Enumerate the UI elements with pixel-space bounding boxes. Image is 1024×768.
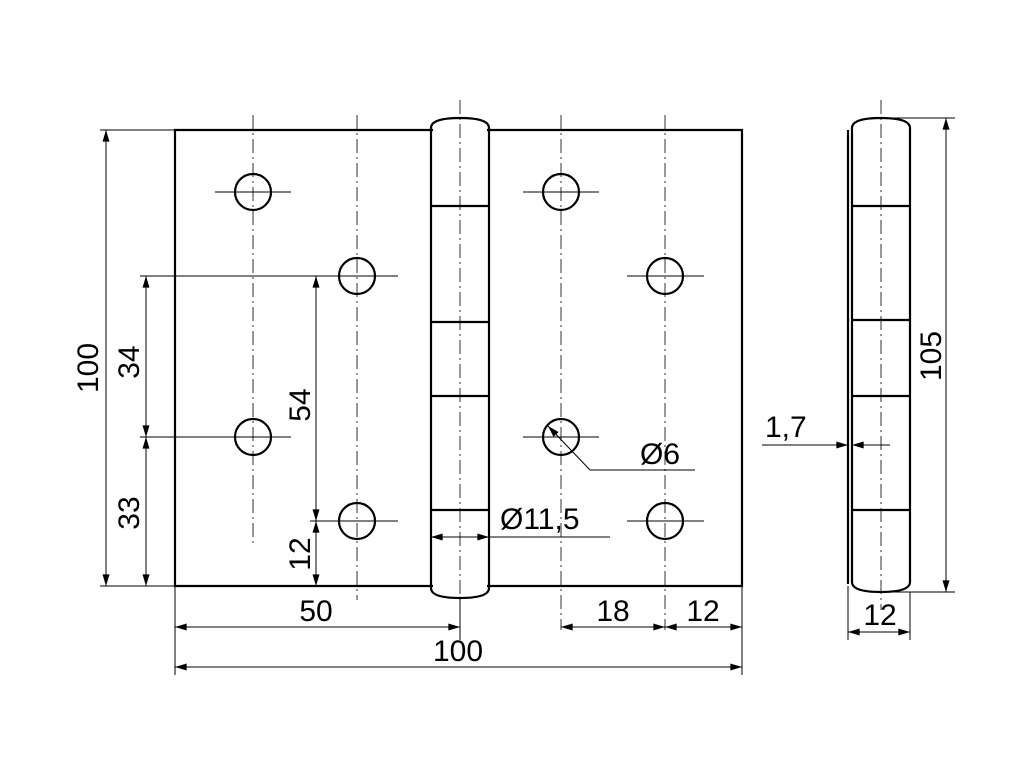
front-view: [173, 100, 744, 630]
dim-plate-thickness: 1,7: [765, 411, 807, 444]
left-leaf-outline: [173, 128, 433, 588]
dim-hole-diameter: Ø6: [640, 438, 680, 471]
hole: [627, 501, 704, 541]
dim-upper-hole-spacing: 34: [113, 345, 146, 378]
dim-knuckle-diameter: Ø11,5: [500, 503, 580, 536]
right-leaf-outline: [487, 128, 744, 588]
side-knuckle-outline: [850, 116, 912, 594]
leaders: Ø6 Ø11,5: [430, 425, 695, 541]
hole: [523, 417, 599, 457]
side-view: 105 1,7 12: [762, 100, 955, 640]
dim-hole-row-spacing: 54: [284, 388, 317, 421]
dim-lower-hole-spacing: 33: [113, 496, 146, 529]
hole: [523, 172, 599, 212]
dim-overall-height: 105: [915, 331, 948, 381]
vertical-dimensions: 100 34 33 54 12: [72, 129, 340, 587]
screw-holes: [215, 172, 704, 541]
dim-bottom-offset: 12: [284, 537, 317, 570]
hole: [215, 172, 291, 212]
dim-edge-offset: 12: [686, 595, 719, 628]
dim-knuckle-width: 12: [863, 599, 896, 632]
horizontal-dimensions: 50 100 18 12: [174, 586, 743, 675]
dim-total-width: 100: [433, 635, 483, 668]
dim-half-width: 50: [299, 595, 332, 628]
knuckle-outline: [429, 116, 491, 600]
hole: [627, 256, 704, 296]
dim-plate-height: 100: [72, 343, 105, 393]
dim-hole-column-spacing: 18: [596, 595, 629, 628]
